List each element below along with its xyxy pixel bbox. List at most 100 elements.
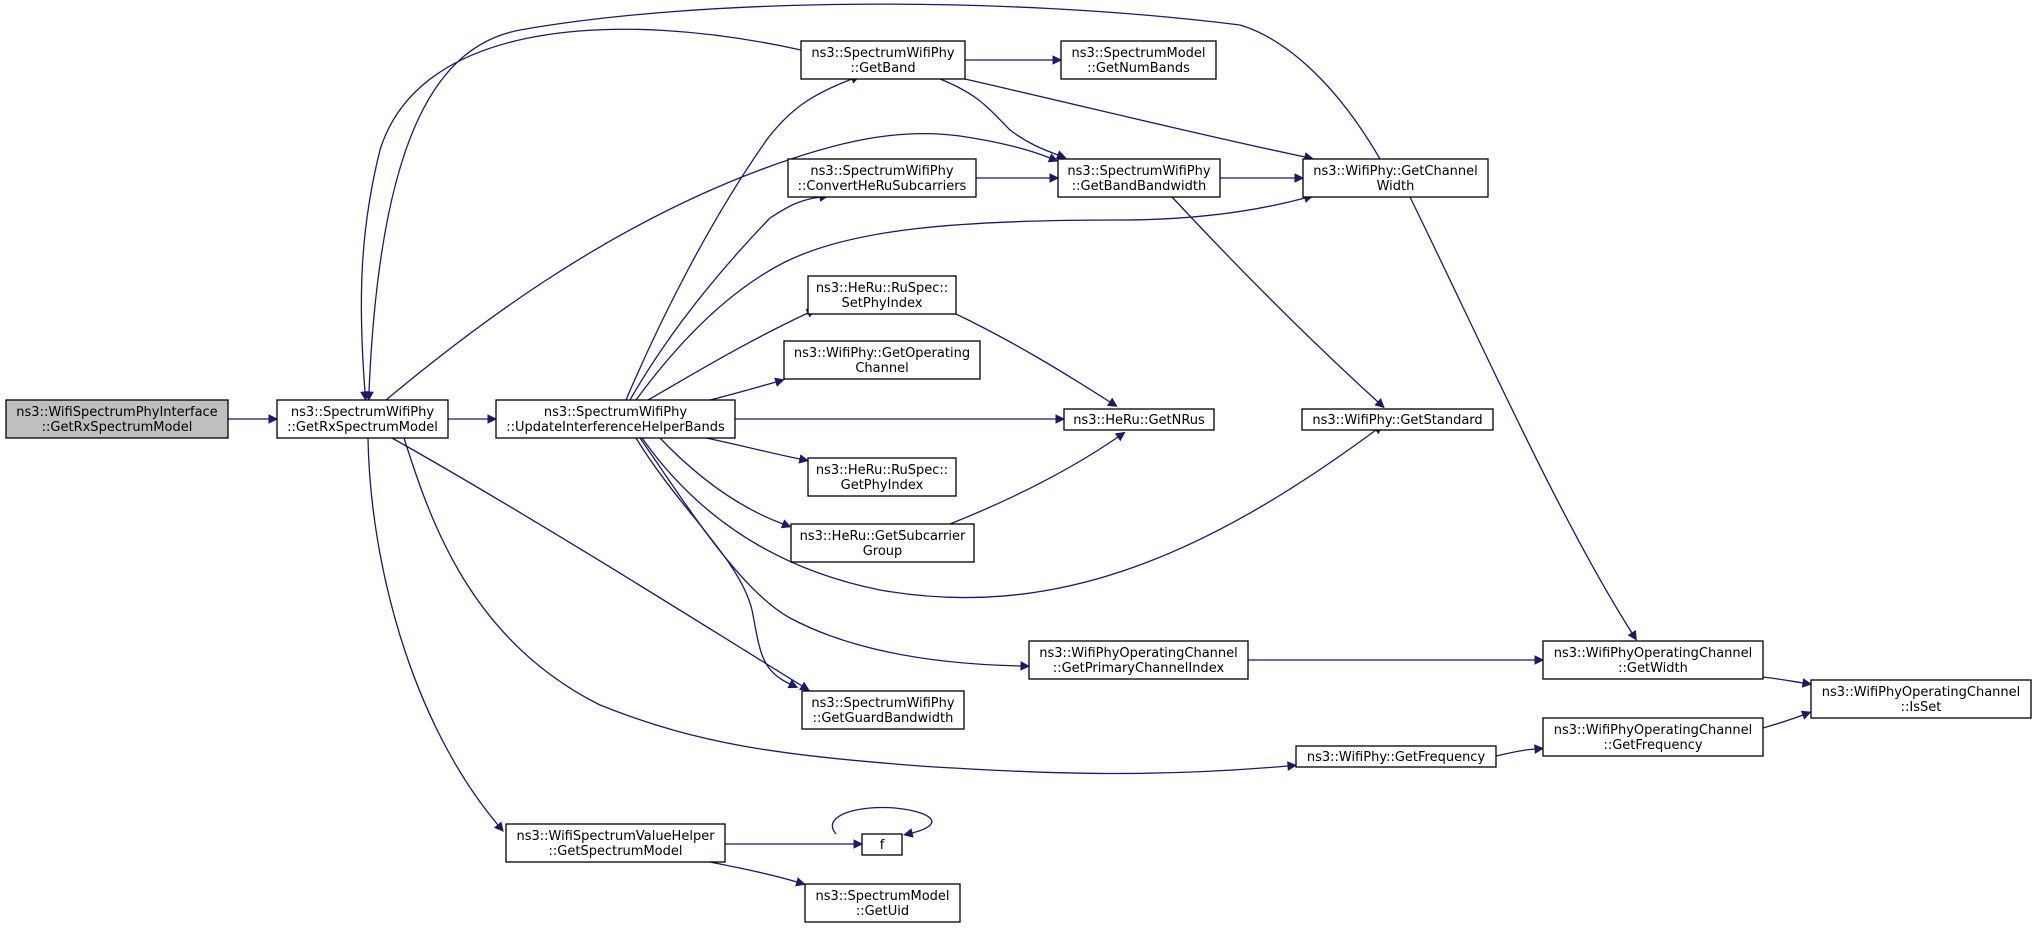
node-getNRus[interactable]: ns3::HeRu::GetNRus [1063,408,1215,431]
node-box [790,523,975,563]
node-box [807,457,957,497]
edge-line [367,437,499,826]
edge-line [635,437,791,685]
node-opGetWidth[interactable]: ns3::WifiPhyOperatingChannel::GetWidth [1542,640,1764,680]
node-label-line: ns3::SpectrumWifiPhy [810,164,953,179]
node-root[interactable]: ns3::WifiSpectrumPhyInterface::GetRxSpec… [5,399,229,439]
node-label-line: ::GetBandBandwidth [1072,179,1207,194]
edge-line [659,437,784,525]
node-getBandBW[interactable]: ns3::SpectrumWifiPhy::GetBandBandwidth [1057,158,1221,198]
edge-line [360,28,802,393]
node-label-line: ns3::HeRu::RuSpec:: [816,463,948,478]
node-box [1028,640,1249,680]
edge-getBand-to-getBandBW [939,78,1067,160]
node-box [1057,158,1221,198]
node-getPrimIdx[interactable]: ns3::WifiPhyOperatingChannel::GetPrimary… [1028,640,1249,680]
edge-updIHB-to-getNRus [735,414,1066,424]
arrowhead [1049,173,1060,183]
node-label-line: ::GetRxSpectrumModel [287,420,438,435]
edge-valHelper-to-getUid [709,861,806,887]
node-label-line: ns3::SpectrumWifiPhy [811,696,954,711]
arrowhead [1106,397,1118,407]
edge-updIHB-to-getPrimIdx [639,437,1031,671]
node-updIHB[interactable]: ns3::SpectrumWifiPhy::UpdateInterference… [495,399,736,439]
edge-getSubGrp-to-getNRus [949,431,1126,525]
edge-line [964,78,1306,158]
node-opGetFreq[interactable]: ns3::WifiPhyOperatingChannel::GetFrequen… [1542,717,1764,757]
edge-line [403,437,1289,775]
edge-getChW-to-opGetWidth [1409,196,1637,641]
edge-line [705,437,801,460]
node-label-line: ns3::SpectrumWifiPhy [291,405,434,420]
node-label-line: Channel [855,361,908,376]
arrowhead [1627,630,1637,641]
node-box [807,275,957,315]
node-getRxSM[interactable]: ns3::SpectrumWifiPhy::GetRxSpectrumModel [276,399,449,439]
node-label-line: ::GetFrequency [1603,738,1702,753]
edge-f-to-f [831,806,933,838]
node-getStd[interactable]: ns3::WifiPhy::GetStandard [1301,408,1494,431]
node-box [276,399,449,439]
node-label-line: ns3::HeRu::GetSubcarrier [800,529,966,544]
edge-line [1495,748,1536,757]
edge-getChW-to-getRxSM [364,3,1381,402]
arrowhead [493,821,504,832]
edge-setPhyIdx-to-getNRus [955,313,1118,407]
edge-line [647,312,809,401]
edge-line [955,313,1111,403]
node-label-line: ns3::WifiPhyOperatingChannel [1822,685,2021,700]
edge-line [635,197,1306,401]
arrowhead [799,681,810,691]
node-label-line: ::GetWidth [1618,661,1688,676]
node-label-line: SetPhyIndex [842,296,923,311]
edge-updIHB-to-getPhyIdx [705,437,809,464]
node-label-line: ns3::SpectrumWifiPhy [544,405,687,420]
node-getNumBands[interactable]: ns3::SpectrumModel::GetNumBands [1060,40,1217,80]
node-getFreq[interactable]: ns3::WifiPhy::GetFrequency [1295,745,1497,768]
node-label-line: ns3::WifiPhyOperatingChannel [1554,723,1753,738]
node-box [495,399,736,439]
node-valHelper[interactable]: ns3::WifiSpectrumValueHelper::GetSpectru… [505,823,726,863]
node-setPhyIdx[interactable]: ns3::HeRu::RuSpec::SetPhyIndex [807,275,957,315]
node-label-line: ::GetGuardBandwidth [813,711,954,726]
node-getBand[interactable]: ns3::SpectrumWifiPhy::GetBand [800,40,966,80]
arrowhead [1055,414,1066,424]
edge-getRxSM-to-getBandBW [385,132,1059,401]
edge-valHelper-to-f [725,839,864,849]
arrowhead [1800,710,1812,720]
edge-getFreq-to-opGetFreq [1495,744,1545,757]
node-getPhyIdx[interactable]: ns3::HeRu::RuSpec::GetPhyIndex [807,457,957,497]
node-convHe[interactable]: ns3::SpectrumWifiPhy::ConvertHeRuSubcarr… [787,158,977,198]
node-isSet[interactable]: ns3::WifiPhyOperatingChannel::IsSet [1810,679,2032,719]
node-label-line: Group [863,544,903,559]
node-label-line: ns3::SpectrumModel [815,889,949,904]
node-getGuard[interactable]: ns3::SpectrumWifiPhy::GetGuardBandwidth [801,690,965,730]
node-box [1301,408,1494,431]
node-box [1810,679,2032,719]
node-box [505,823,726,863]
node-box [1060,40,1217,80]
arrowhead [798,454,809,464]
node-getUid[interactable]: ns3::SpectrumModel::GetUid [804,883,961,923]
node-label-line: ns3::WifiPhy::GetChannel [1313,164,1478,179]
node-box [5,399,229,439]
edge-opGetWidth-to-isSet [1762,676,1812,688]
arrowhead [1287,761,1298,771]
node-label-line: Width [1377,179,1415,194]
node-label-line: ns3::SpectrumModel [1071,46,1205,61]
edge-line [639,437,1022,667]
node-label-line: ::GetSpectrumModel [549,844,683,859]
node-box [783,340,981,380]
edge-line [709,861,798,883]
edge-getRxSM-to-updIHB [448,414,498,424]
node-box [861,833,903,856]
edge-opGetFreq-to-isSet [1762,710,1812,729]
edge-updIHB-to-getStd [641,424,1384,599]
node-f[interactable]: f [861,833,903,856]
arrowhead [795,877,806,887]
node-label-line: ns3::HeRu::GetNRus [1073,413,1205,428]
